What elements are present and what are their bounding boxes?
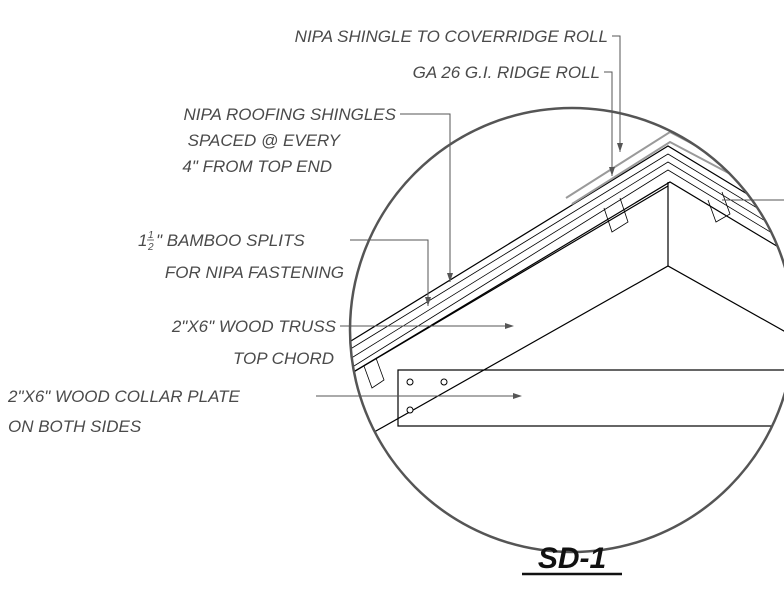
label-nipa-shingle-to-coverridge: NIPA SHINGLE TO COVERRIDGE ROLL — [295, 27, 608, 46]
leader-coverridge — [612, 35, 621, 152]
label-bamboo-frac-num: 1 — [148, 230, 154, 241]
cleat-block-right — [707, 191, 731, 223]
label-bamboo-whole: 1 — [138, 231, 147, 250]
leader-ridge-roll — [604, 71, 613, 176]
nipa-shingle-layer-1 — [350, 153, 784, 365]
bolt-2 — [440, 378, 448, 386]
label-ga26-ridge-roll: GA 26 G.I. RIDGE ROLL — [413, 63, 600, 82]
cleat-block-left — [603, 197, 629, 233]
nipa-shingle-layer-3 — [350, 169, 784, 377]
roof-section — [350, 130, 784, 441]
detail-title: SD-1 — [538, 542, 606, 575]
collar-plate — [397, 369, 784, 427]
cleat-block-low — [363, 357, 385, 389]
nipa-shingle-layer-2 — [350, 161, 784, 371]
label-truss-1: 2"X6" WOOD TRUSS — [171, 317, 337, 336]
label-bamboo-1: " BAMBOO SPLITS — [156, 231, 305, 250]
leader-lines — [316, 35, 784, 399]
label-nipa-shingles-1: NIPA ROOFING SHINGLES — [183, 105, 396, 124]
leader-bamboo — [350, 239, 429, 306]
bolt-3 — [406, 406, 414, 414]
label-truss-2: TOP CHORD — [233, 349, 334, 368]
label-bamboo-2: FOR NIPA FASTENING — [165, 263, 344, 282]
leader-nipa-shingles — [400, 113, 451, 282]
detail-circle — [348, 106, 784, 554]
bolt-1 — [406, 378, 414, 386]
label-collar-2: ON BOTH SIDES — [8, 417, 142, 436]
label-nipa-shingles-3: 4" FROM TOP END — [182, 157, 332, 176]
label-collar-1: 2"X6" WOOD COLLAR PLATE — [7, 387, 241, 406]
truss-bevel-line — [350, 185, 669, 381]
label-bamboo-frac-den: 2 — [147, 242, 154, 253]
truss-top-chord — [350, 181, 784, 441]
label-nipa-shingles-2: SPACED @ EVERY — [188, 131, 342, 150]
